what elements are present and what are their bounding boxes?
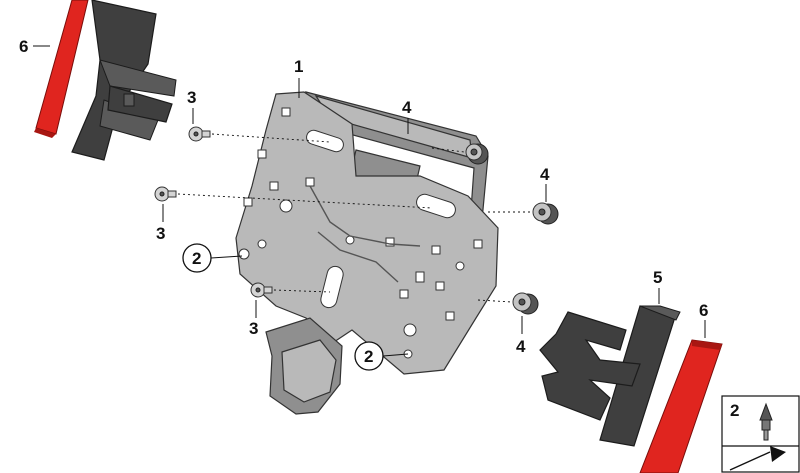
callout-part-1: 1 bbox=[294, 57, 303, 76]
callout-part-6-right: 6 bbox=[699, 301, 708, 320]
license-plate-bracket bbox=[235, 91, 499, 415]
nut-right bbox=[532, 202, 559, 225]
nut-lower bbox=[512, 292, 539, 315]
legend-item-number: 2 bbox=[730, 401, 739, 420]
callout-part-3-middle: 3 bbox=[156, 224, 165, 243]
right-reflector-holder bbox=[539, 305, 681, 447]
callout-part-2-top: 2 bbox=[192, 249, 201, 268]
left-reflector-holder bbox=[71, 0, 177, 161]
left-reflector bbox=[35, 0, 89, 135]
callout-part-2-bottom: 2 bbox=[364, 347, 373, 366]
arrow-icon bbox=[729, 446, 786, 471]
callout-part-3-lower: 3 bbox=[249, 319, 258, 338]
left-reflector-assembly bbox=[34, 0, 177, 161]
legend-box: 2 bbox=[721, 395, 800, 473]
callout-part-4-right: 4 bbox=[540, 165, 550, 184]
screw-middle bbox=[154, 186, 177, 202]
push-rivet-icon bbox=[759, 402, 773, 441]
callout-part-5: 5 bbox=[653, 268, 662, 287]
screw-lower bbox=[250, 282, 273, 298]
callout-part-4-lower: 4 bbox=[516, 337, 526, 356]
callout-part-6-left: 6 bbox=[19, 37, 28, 56]
screw-upper bbox=[188, 126, 211, 142]
callout-part-4-top: 4 bbox=[402, 98, 412, 117]
nut-top bbox=[465, 143, 489, 165]
callout-part-3-upper: 3 bbox=[187, 88, 196, 107]
right-reflector bbox=[639, 339, 723, 473]
